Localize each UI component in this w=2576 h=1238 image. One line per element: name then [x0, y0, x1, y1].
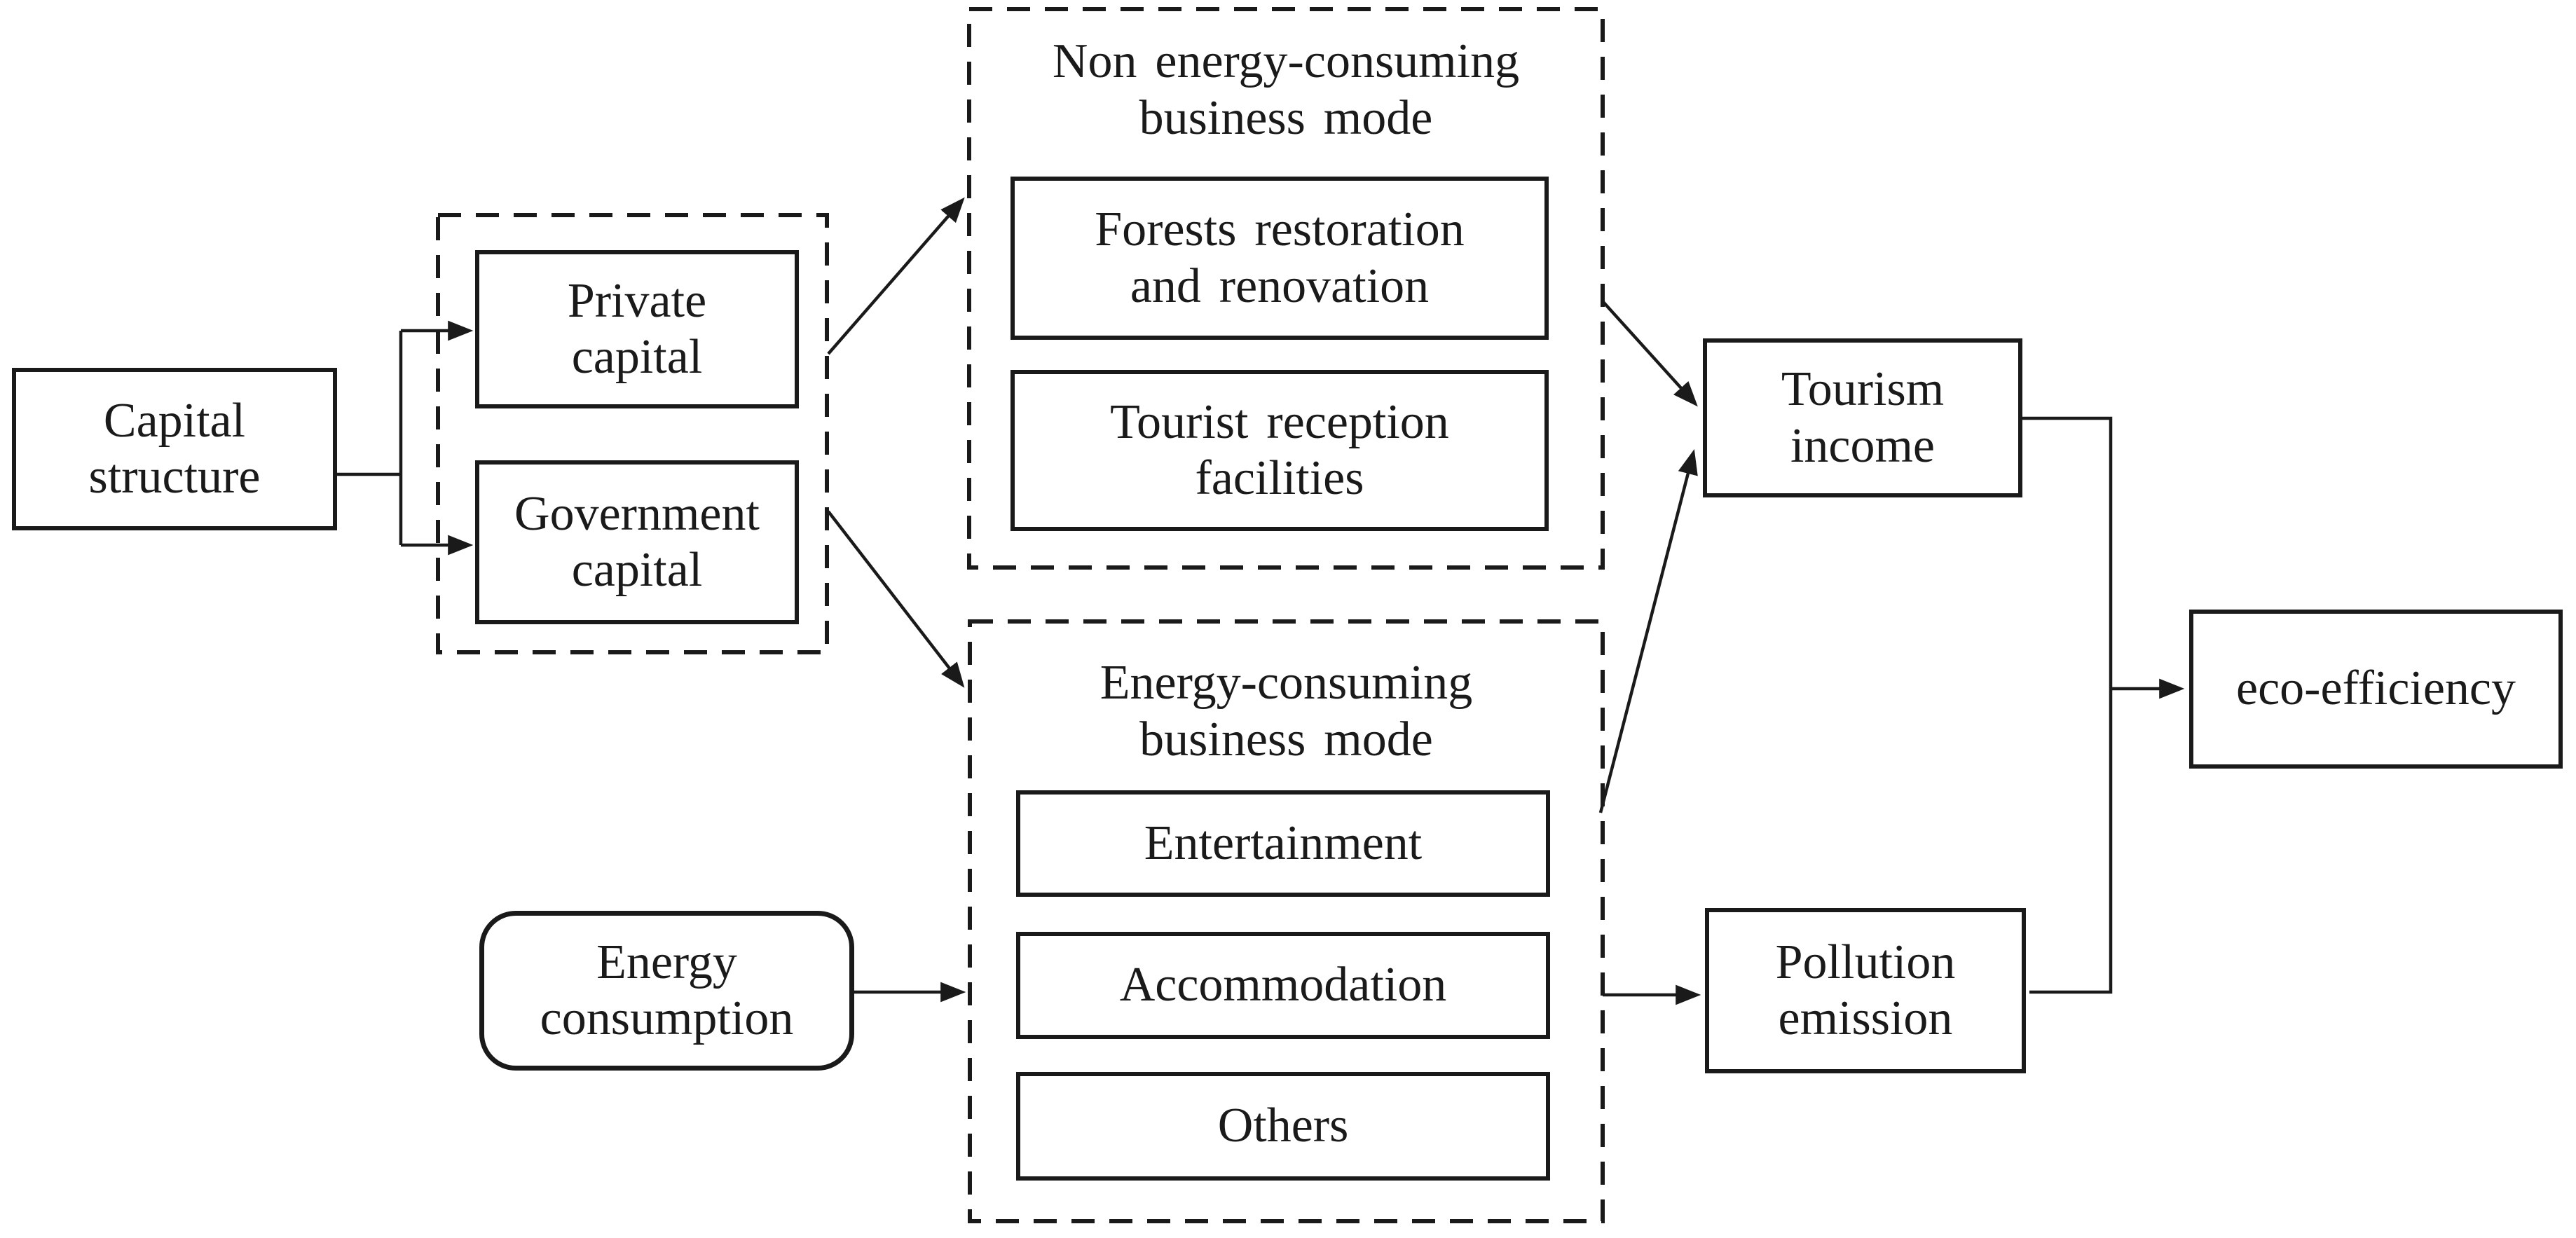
node-tourist-reception: Tourist reception facilities: [1010, 370, 1549, 531]
node-accommodation-label: Accommodation: [1119, 958, 1447, 1012]
node-capital-structure-label: Capital structure: [88, 393, 261, 504]
node-others: Others: [1016, 1072, 1550, 1181]
node-tourist-reception-label: Tourist reception facilities: [1110, 394, 1449, 506]
node-capital-structure: Capital structure: [12, 368, 337, 530]
group-title-energy: Energy-consuming business mode: [1099, 656, 1473, 766]
node-pollution-emission-label: Pollution emission: [1775, 935, 1956, 1046]
group-energy-business-frame: [968, 619, 1605, 1223]
edge-energy-to-tourism-arrow: [1598, 449, 1698, 813]
node-energy-consumption-label: Energy consumption: [540, 935, 794, 1046]
node-tourism-income: Tourism income: [1703, 338, 2022, 497]
node-entertainment-label: Entertainment: [1144, 816, 1423, 870]
edge-income-pollution-join: [2022, 416, 2113, 994]
edge-capital-to-energy-arrow: [827, 510, 965, 688]
edge-capital-to-non-energy-arrow: [827, 197, 965, 355]
node-tourism-income-label: Tourism income: [1781, 362, 1945, 473]
node-energy-consumption: Energy consumption: [479, 911, 854, 1071]
node-private-capital-label: Private capital: [567, 273, 707, 385]
node-pollution-emission: Pollution emission: [1705, 908, 2026, 1073]
node-eco-efficiency-label: eco-efficiency: [2236, 661, 2516, 716]
group-capital-structure-frame: [436, 213, 829, 654]
node-government-capital: Government capital: [475, 460, 799, 624]
node-accommodation: Accommodation: [1016, 932, 1550, 1039]
node-forests-restoration: Forests restoration and renovation: [1010, 177, 1549, 340]
node-forests-restoration-label: Forests restoration and renovation: [1095, 202, 1465, 313]
group-title-non-energy: Non energy-consuming business mode: [1052, 34, 1520, 145]
node-entertainment: Entertainment: [1016, 790, 1550, 897]
node-private-capital: Private capital: [475, 250, 799, 408]
edge-non-energy-to-tourism-arrow: [1601, 300, 1698, 407]
node-others-label: Others: [1217, 1099, 1349, 1153]
node-government-capital-label: Government capital: [514, 486, 760, 598]
node-eco-efficiency: eco-efficiency: [2189, 610, 2563, 769]
group-non-energy-business-frame: [967, 7, 1605, 570]
